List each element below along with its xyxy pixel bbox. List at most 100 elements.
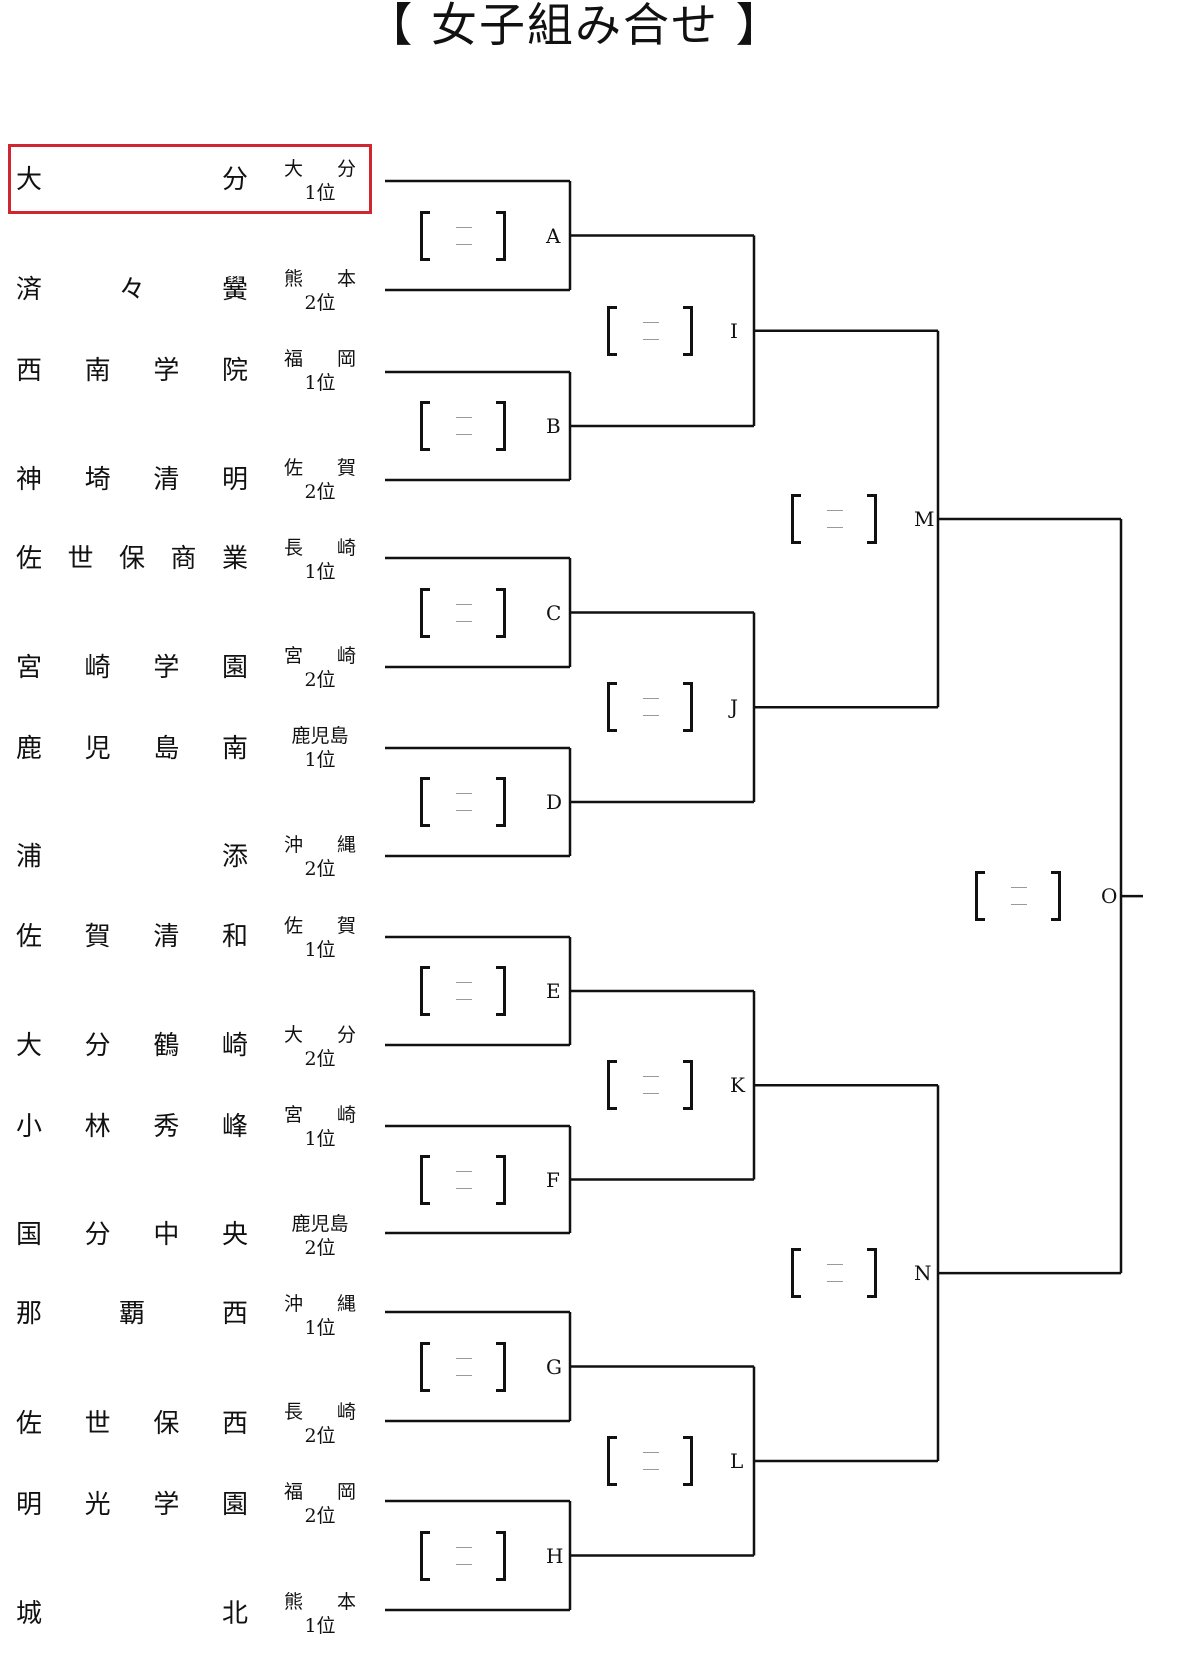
team-name-char: 明	[221, 465, 248, 495]
prefecture-rank-text: 1位	[304, 561, 336, 583]
team-name-char: 国	[16, 1220, 43, 1250]
prefecture-char: 鹿児島	[291, 1213, 349, 1235]
score-box	[420, 1530, 506, 1581]
team-name-char: 分	[221, 165, 248, 195]
prefecture-char: 縄	[336, 834, 356, 856]
prefecture-rank-text: 1位	[304, 1128, 336, 1150]
score-dash	[456, 620, 472, 622]
prefecture-char: 縄	[336, 1293, 356, 1315]
prefecture-char: 長	[284, 537, 304, 559]
score-dash	[643, 1469, 659, 1470]
prefecture-char: 崎	[336, 537, 356, 559]
prefecture-name: 沖縄	[284, 833, 356, 857]
prefecture-char: 岡	[336, 348, 356, 370]
score-dash	[456, 417, 472, 418]
score-dash	[456, 243, 472, 245]
team-name-char: 添	[221, 842, 248, 872]
prefecture-char: 大	[284, 158, 304, 180]
team-name-char: 央	[221, 1220, 248, 1250]
prefecture-char: 本	[336, 268, 356, 290]
score-dash	[643, 321, 659, 323]
prefecture-char: 沖	[284, 1293, 304, 1315]
team-name: 浦添	[16, 840, 248, 874]
left-bracket-icon	[420, 1341, 430, 1392]
score-box	[420, 587, 506, 638]
prefecture-rank-text: 2位	[304, 292, 336, 314]
team-name: 済々黌	[16, 273, 248, 307]
team-name-char: 西	[16, 356, 43, 386]
left-bracket-icon	[420, 587, 430, 638]
team-name-char: 秀	[153, 1112, 180, 1142]
prefecture-char: 福	[284, 1481, 304, 1503]
team-name-char: 峰	[221, 1112, 248, 1142]
prefecture-char: 崎	[336, 1104, 356, 1126]
prefecture-char: 佐	[284, 915, 304, 937]
score-dash	[643, 338, 659, 340]
score-box	[420, 401, 506, 451]
prefecture-char: 宮	[284, 1104, 304, 1126]
match-label: A	[546, 223, 561, 248]
prefecture-char: 大	[284, 1024, 304, 1046]
team-name-char: 院	[221, 356, 248, 386]
prefecture-char: 分	[336, 1024, 356, 1046]
right-bracket-icon	[496, 587, 506, 638]
team-name-char: 保	[118, 544, 145, 574]
right-bracket-icon	[683, 305, 693, 356]
team-name: 小林秀峰	[16, 1110, 248, 1144]
prefecture-name: 熊本	[284, 1590, 356, 1614]
score-dash	[1011, 887, 1027, 889]
team-name: 佐世保商業	[16, 542, 248, 576]
team-name-char: 保	[153, 1409, 180, 1439]
prefecture-char: 分	[336, 158, 356, 180]
score-dash	[456, 1357, 472, 1359]
team-name-char: 分	[84, 1031, 111, 1061]
score-box	[607, 682, 693, 733]
team-name-char: 佐	[16, 922, 43, 952]
prefecture-char: 宮	[284, 645, 304, 667]
prefecture-name: 佐賀	[284, 456, 356, 480]
team-name-char: 神	[16, 465, 43, 495]
score-box	[420, 1154, 506, 1205]
prefecture-char: 福	[284, 348, 304, 370]
prefecture-name: 熊本	[284, 267, 356, 291]
prefecture-char: 岡	[336, 1481, 356, 1503]
score-dash	[827, 1281, 843, 1283]
prefecture-name: 宮崎	[284, 644, 356, 668]
right-bracket-icon	[496, 1341, 506, 1392]
page-title: 【 女子組み合せ 】	[366, 0, 784, 52]
team-name-char: 済	[16, 275, 43, 305]
prefecture-name: 長崎	[284, 536, 356, 560]
team-name-char: 世	[84, 1409, 111, 1439]
score-box	[607, 305, 693, 356]
score-dash	[456, 999, 472, 1000]
prefecture-rank-text: 2位	[304, 1425, 336, 1447]
score-dash	[456, 1546, 472, 1548]
team-name-char: 光	[84, 1490, 111, 1520]
prefecture-name: 沖縄	[284, 1292, 356, 1316]
team-name-char: 佐	[16, 1409, 43, 1439]
match-label: N	[914, 1261, 932, 1286]
prefecture-rank-text: 1位	[304, 749, 336, 771]
prefecture-char: 本	[336, 1591, 356, 1613]
prefecture-char: 鹿児島	[291, 725, 349, 747]
match-label: G	[546, 1354, 562, 1379]
score-dash	[456, 810, 472, 811]
team-name-char: 々	[118, 275, 145, 305]
left-bracket-icon	[420, 1530, 430, 1581]
team-name: 西南学院	[16, 354, 248, 388]
prefecture-rank-text: 1位	[304, 1317, 336, 1339]
team-name-char: 宮	[16, 653, 43, 683]
right-bracket-icon	[496, 777, 506, 827]
team-name-char: 清	[153, 465, 180, 495]
team-name-char: 中	[153, 1220, 180, 1250]
